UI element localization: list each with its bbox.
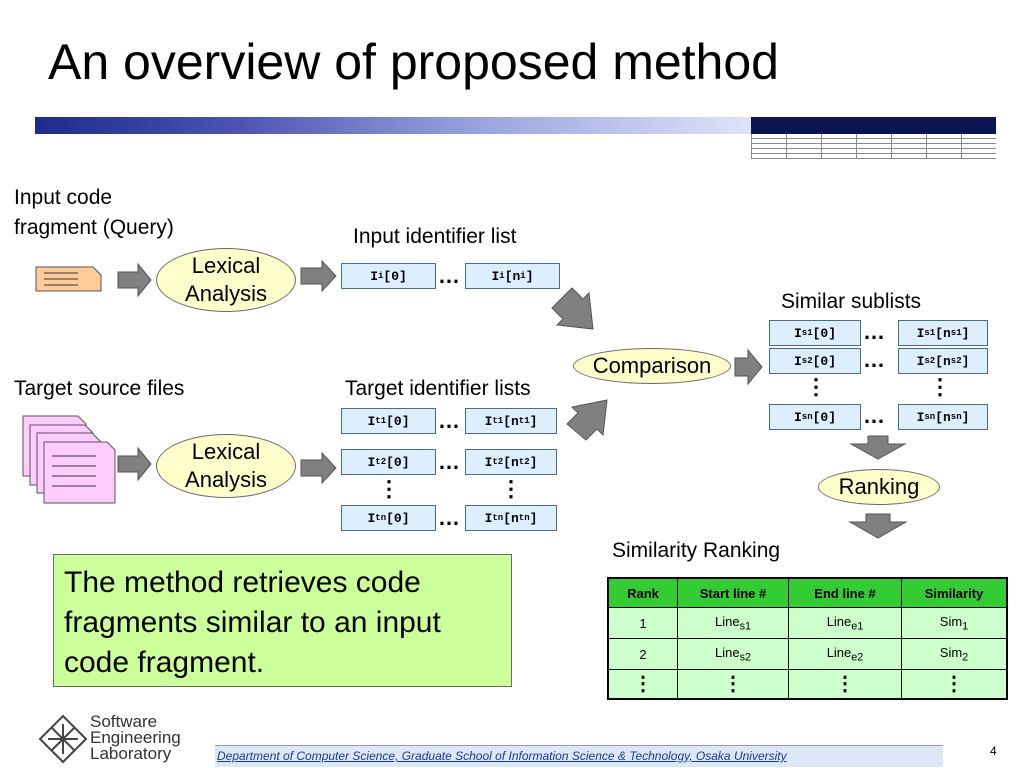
target-vertical-ellipsis: ⋮ [500,476,522,501]
similar-vertical-ellipsis: ⋮ [929,374,951,399]
similar-id-ellipsis: … [863,403,886,428]
arrow-icon [848,513,908,539]
lab-logo-text: Software Engineering Laboratory [90,712,181,763]
similar-vertical-ellipsis: ⋮ [805,374,827,399]
lab-logo-icon [38,714,88,764]
arrow-icon [734,348,763,386]
table-cell: ⋮ [788,669,902,700]
title-underline-bar [35,117,751,134]
similar-id-ellipsis: … [863,319,886,344]
column-header: End line # [788,577,902,608]
decorative-grid [751,134,996,159]
arrow-icon [566,399,608,441]
similarity-ranking-label: Similarity Ranking [612,539,781,562]
arrow-icon [551,287,594,330]
title-underline-dark-bar [751,117,996,134]
table-row: ⋮ ⋮ ⋮ ⋮ [607,669,1008,700]
input-identifier-list-label: Input identifier list [353,225,517,248]
similarity-ranking-table: Rank Start line # End line # Similarity … [607,577,1008,700]
input-document-icon [35,266,102,292]
arrow-icon [117,262,152,298]
target-id-ellipsis: … [438,505,461,530]
table-cell: Linee2 [788,638,902,670]
table-cell: Lines2 [677,638,789,670]
column-header: Start line # [677,577,789,608]
target-vertical-ellipsis: ⋮ [378,476,400,501]
target-id-ellipsis: … [438,449,461,474]
arrow-icon [849,435,907,460]
page-number: 4 [990,744,997,758]
target-documents-icon [22,415,116,504]
column-header: Rank [607,577,678,608]
table-cell: Sim2 [901,638,1008,670]
department-footer: Department of Computer Science, Graduate… [215,745,943,767]
table-cell: ⋮ [677,669,789,700]
ranking-ellipse: Ranking [818,469,940,505]
arrow-icon [300,259,337,293]
input-code-label: Input code fragment (Query) [14,186,174,239]
table-row: 1 Lines1 Linee1 Sim1 [607,607,1008,639]
target-identifier-lists-label: Target identifier lists [345,377,531,400]
comparison-ellipse: Comparison [573,348,731,384]
table-cell: 1 [607,607,678,639]
table-row: 2 Lines2 Linee2 Sim2 [607,638,1008,670]
similar-id-ellipsis: … [863,347,886,372]
table-cell: 2 [607,638,678,670]
flow-arrows [117,259,908,539]
arrow-icon [117,446,152,482]
column-header: Similarity [901,577,1008,608]
table-cell: Linee1 [788,607,902,639]
slide-title: An overview of proposed method [48,34,779,90]
method-summary-box: The method retrieves code fragments simi… [53,554,512,687]
similar-sublists-label: Similar sublists [781,290,922,313]
table-cell: Sim1 [901,607,1008,639]
input-id-ellipsis: … [438,263,461,288]
table-cell: ⋮ [901,669,1008,700]
target-source-label: Target source files [14,377,185,400]
target-id-ellipsis: … [438,408,461,433]
table-header-row: Rank Start line # End line # Similarity [607,577,1008,608]
table-cell: Lines1 [677,607,789,639]
arrow-icon [300,451,337,485]
table-cell: ⋮ [607,669,678,700]
